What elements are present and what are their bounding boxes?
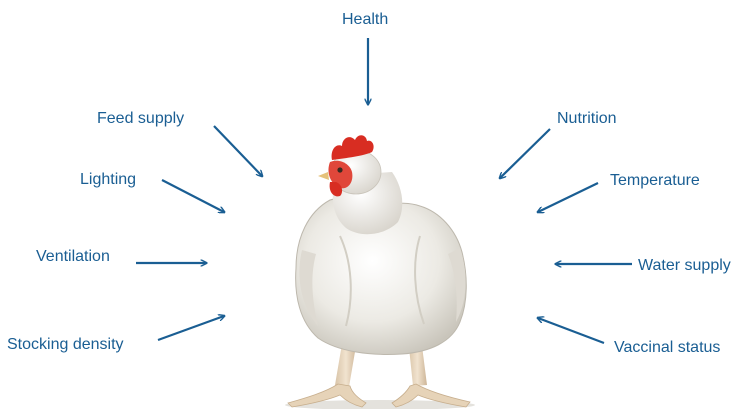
feed-supply-arrow xyxy=(214,126,262,176)
label-lighting: Lighting xyxy=(80,172,136,188)
label-vaccinal-status: Vaccinal status xyxy=(614,340,720,356)
label-feed-supply: Feed supply xyxy=(97,111,184,127)
chicken-illustration xyxy=(285,135,475,409)
lighting-arrow xyxy=(162,180,224,212)
label-ventilation: Ventilation xyxy=(36,249,110,265)
label-nutrition: Nutrition xyxy=(557,111,617,127)
label-health: Health xyxy=(342,12,388,28)
chicken-eye xyxy=(337,167,342,172)
label-stocking-density: Stocking density xyxy=(7,337,124,353)
label-water-supply: Water supply xyxy=(638,258,731,274)
label-temperature: Temperature xyxy=(610,173,700,189)
chicken-beak xyxy=(318,172,329,180)
nutrition-arrow xyxy=(500,129,550,178)
temperature-arrow xyxy=(538,183,598,212)
stocking-density-arrow xyxy=(158,316,224,340)
vaccinal-status-arrow xyxy=(538,318,604,343)
